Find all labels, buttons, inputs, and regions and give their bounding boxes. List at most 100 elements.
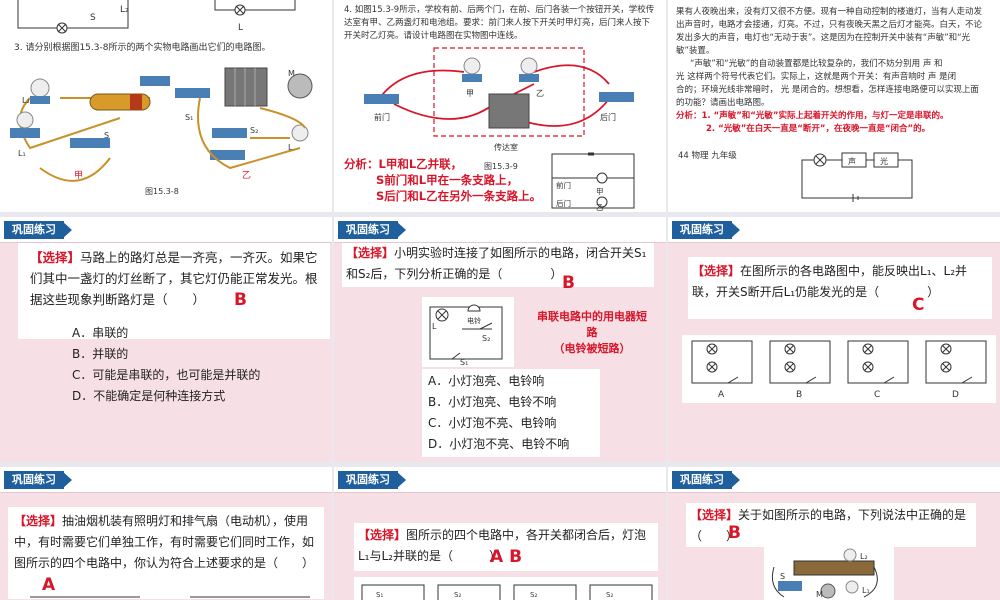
diagram-label: 乙 (596, 203, 604, 212)
question-text: 【选择】关于如图所示的电路，下列说法中正确的是（ ） (690, 505, 974, 547)
slide-6[interactable]: 巩固练习 【选择】在图所示的各电路图中，能反映出L₁、L₂并联，开关S断开后L₁… (668, 217, 1000, 462)
analysis-2: 2. “光敏”在白天一直是“断开”，在夜晚一直是“闭合”的。 (706, 124, 931, 134)
circuit-label: 电铃 (467, 316, 481, 325)
answer-mark: B (728, 523, 741, 543)
circuit-letter: B (796, 390, 802, 400)
label-room: 传达室 (494, 142, 518, 152)
label-L2: L₂ (860, 552, 868, 561)
option-c[interactable]: C．可能是串联的，也可能是并联的 (72, 368, 261, 382)
answer-mark: A B (490, 547, 523, 567)
switch-icon (805, 376, 817, 384)
option-a[interactable]: A．串联的 (72, 326, 129, 340)
options-list: A．串联的 B．并联的 C．可能是串联的，也可能是并联的 D．不能确定是何种连接… (72, 323, 260, 407)
options-list: A．小灯泡亮、电铃响 B．小灯泡亮、电铃不响 C．小灯泡不亮、电铃响 D．小灯泡… (428, 371, 569, 455)
question-body: 关于如图所示的电路，下列说法中正确的是（ ） (690, 508, 967, 543)
slide-8[interactable]: 巩固练习 【选择】图所示的四个电路中，各开关都闭合后，灯泡L₁与L₂并联的是（ … (334, 467, 666, 600)
slide3-circuit: 声 光 (801, 152, 913, 202)
question-body: 图所示的四个电路中，各开关都闭合后，灯泡L₁与L₂并联的是（ ） (358, 528, 647, 563)
question-card (342, 243, 654, 287)
label-S: S (104, 131, 109, 140)
question-text: 【选择】图所示的四个电路中，各开关都闭合后，灯泡L₁与L₂并联的是（ ） (358, 525, 656, 567)
slide7-circuits-peek (30, 596, 310, 598)
note-line: 路 (586, 326, 598, 339)
label-M: M (816, 590, 823, 599)
circuit-option-d[interactable]: D (925, 340, 987, 400)
light-switch-label: 光 (880, 156, 888, 166)
text-line: 合的；环境光线非常暗时， 光 是闭合的。想想看，怎样连接电路便可以实现上面 (676, 85, 979, 95)
slide-header: 巩固练习 (0, 467, 332, 493)
slide8-circuits-peek: S₁ S₂ S₂ S₂ (361, 584, 653, 600)
header-tag: 巩固练习 (4, 471, 64, 489)
text-line: 出声音时，电路才会接通，灯亮。不过，只有夜晚天黑之后灯才能亮。白天，不论 (676, 20, 983, 30)
circuit-letter: A (718, 390, 725, 400)
slide9-physical-circuit: L₂ L₁ S M (771, 548, 878, 599)
option-b[interactable]: B．并联的 (72, 347, 129, 361)
slide2-task: 4. 如图15.3-9所示，学校有前、后两个门，在前、后门各装一个按钮开关，学校… (344, 5, 655, 41)
answer-mark: B (234, 290, 247, 310)
option-d[interactable]: D．小灯泡不亮、电铃不响 (428, 437, 570, 451)
slide-4[interactable]: 巩固练习 【选择】马路上的路灯总是一齐亮，一齐灭。如果它们其中一盏灯的灯丝断了，… (0, 217, 332, 462)
slide-9[interactable]: 巩固练习 【选择】关于如图所示的电路，下列说法中正确的是（ ） B L₂ L₁ … (668, 467, 1000, 600)
slide-2[interactable]: 4. 如图15.3-9所示，学校有前、后两个门，在前、后门各装一个按钮开关，学校… (334, 0, 666, 212)
select-tag: 【选择】 (690, 508, 739, 522)
select-tag: 【选择】 (30, 250, 81, 265)
slide5-circuit: L 电铃 S₂ S₁ (429, 304, 503, 367)
slide-1[interactable]: S L₂ L 3. 请分别根据图15.3-8所示的两个实物电路画出它们的电路图。… (0, 0, 332, 212)
option-c[interactable]: C．小灯泡不亮、电铃响 (428, 416, 557, 430)
label-L1: L₁ (862, 586, 870, 595)
label-L: L (288, 143, 293, 152)
slide-header: 巩固练习 (668, 467, 1000, 493)
circuit-option-a[interactable]: A (691, 340, 753, 400)
option-d[interactable]: D．不能确定是何种连接方式 (72, 389, 226, 403)
question-card (686, 503, 976, 547)
question-card (8, 507, 324, 599)
slide3-text: 果有人夜晚出来，没有灯又很不方便。现有一种自动控制的楼道灯，当有人走动发 出声音… (676, 6, 996, 136)
circuit-option-b[interactable]: B (769, 340, 831, 400)
diagram-label: 前门 (556, 180, 571, 190)
circuit-label: S₁ (460, 358, 468, 367)
answer-mark: B (562, 273, 575, 293)
question-text: 【选择】马路上的路灯总是一齐亮，一齐灭。如果它们其中一盏灯的灯丝断了，其它灯仍能… (30, 247, 325, 310)
option-a[interactable]: A．小灯泡亮、电铃响 (428, 374, 545, 388)
label-L1: L₁ (18, 149, 26, 158)
select-tag: 【选择】 (692, 264, 741, 278)
question-text: 【选择】在图所示的各电路图中，能反映出L₁、L₂并联，开关S断开后L₁仍能发光的… (692, 261, 990, 303)
question-card (354, 523, 658, 571)
slide-header: 巩固练习 (668, 217, 1000, 243)
analysis-line-3: S后门和L乙在另外一条支路上。 (376, 189, 542, 203)
label-front: 前门 (374, 112, 390, 122)
select-tag: 【选择】 (358, 528, 407, 542)
label-S1: S₁ (185, 113, 193, 122)
answer-mark: A (42, 575, 56, 595)
label-S2: S₂ (250, 126, 258, 135)
question-text: 【选择】抽油烟机装有照明灯和排气扇（电动机），使用中，有时需要它们单独工作，有时… (14, 511, 320, 574)
text-line: 的功能？请画出电路图。 (676, 98, 770, 108)
switch-icon (727, 376, 739, 384)
question-card (688, 257, 992, 319)
question-body: 小明实验时连接了如图所示的电路，闭合开关S₁和S₂后，下列分析正确的是（ ） (346, 246, 647, 281)
diagram-label: 后门 (556, 198, 571, 208)
label-jia: 甲 (466, 89, 474, 98)
circuit-label: L (432, 322, 437, 331)
option-b[interactable]: B．小灯泡亮、电铃不响 (428, 395, 557, 409)
caption-right: 乙 (242, 170, 251, 181)
caption-left: 甲 (74, 170, 83, 181)
answer-mark: C (912, 295, 925, 315)
tag-arrow (730, 221, 740, 239)
analysis-line-1: 分析：L甲和L乙并联， (344, 157, 463, 171)
slide-7[interactable]: 巩固练习 【选择】抽油烟机装有照明灯和排气扇（电动机），使用中，有时需要它们单独… (0, 467, 332, 600)
slide2-analysis: 分析：L甲和L乙并联， S前门和L甲在一条支路上， S后门和L乙在另外一条支路上… (344, 156, 544, 204)
slide-5[interactable]: 巩固练习 【选择】小明实验时连接了如图所示的电路，闭合开关S₁和S₂后，下列分析… (334, 217, 666, 462)
text-line: “声敏”和“光敏”的自动装置都是比较复杂的，我们不妨分别用 声 和 (690, 59, 943, 69)
circuit-label: S (90, 13, 96, 23)
sound-switch-label: 声 (848, 156, 856, 166)
label-M: M (288, 69, 295, 78)
slide1-physical-circuits: L₂ L₁ S 甲 M S₁ S₂ L 乙 图15.3-8 (10, 67, 313, 196)
text-line: 敏”装置。 (676, 46, 715, 56)
question-text: 【选择】小明实验时连接了如图所示的电路，闭合开关S₁和S₂后，下列分析正确的是（… (346, 243, 656, 285)
circuit-label: S₂ (454, 591, 461, 599)
options-card (422, 369, 600, 457)
slide-3[interactable]: 果有人夜晚出来，没有灯又很不方便。现有一种自动控制的楼道灯，当有人走动发 出声音… (668, 0, 1000, 212)
circuit-option-c[interactable]: C (847, 340, 909, 400)
label-yi: 乙 (536, 89, 544, 98)
